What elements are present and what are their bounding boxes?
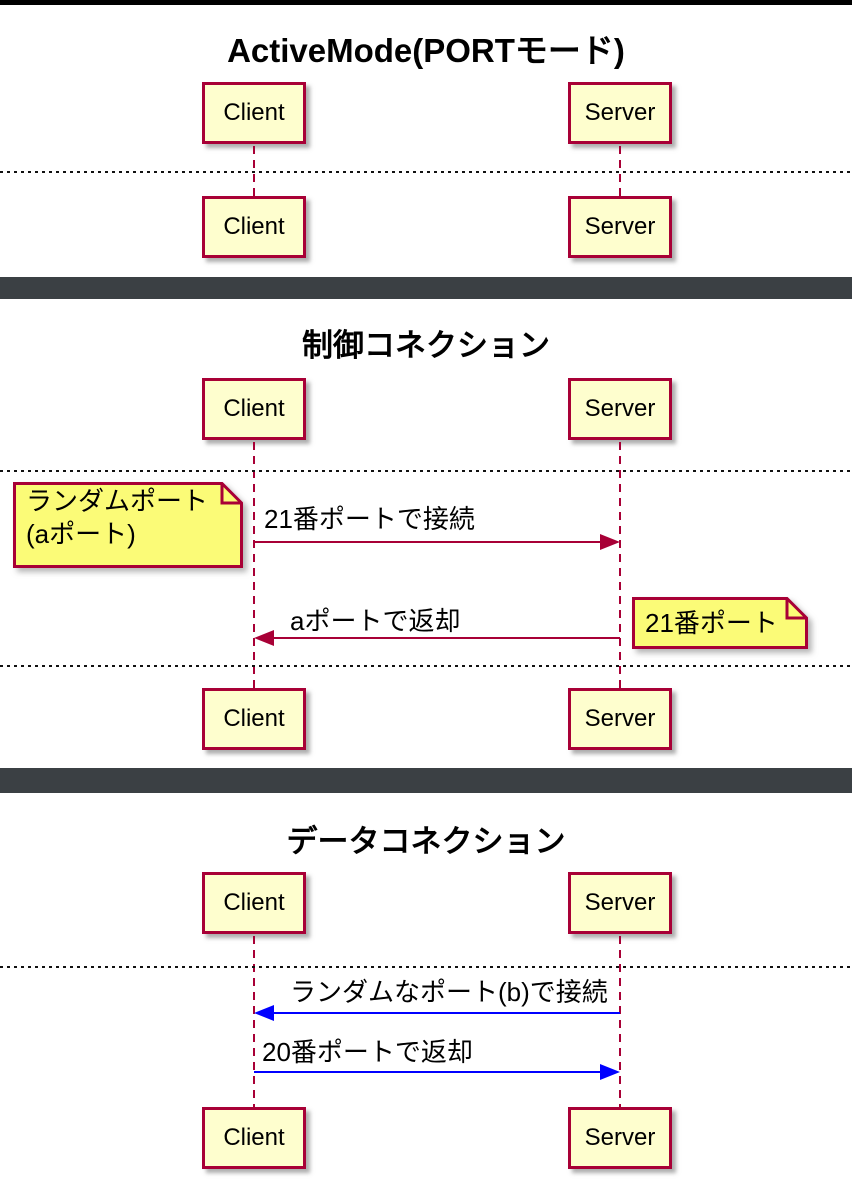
message-arrow-return-a <box>272 637 620 639</box>
lifeline-server-s2 <box>619 442 621 688</box>
lifeline-server-s3 <box>619 936 621 1107</box>
participant-server-s2-top: Server <box>568 378 672 440</box>
participant-server-s3-top: Server <box>568 872 672 934</box>
note-shape <box>632 597 808 649</box>
page-separator-line-4 <box>0 966 852 968</box>
section3-title: データコネクション <box>286 824 566 859</box>
participant-client-s3-bottom: Client <box>202 1107 306 1169</box>
note-line: ランダムポート <box>26 486 209 516</box>
participant-server-s2-bottom: Server <box>568 688 672 750</box>
arrowhead-right <box>600 534 620 550</box>
lifeline-client-s3 <box>253 936 255 1107</box>
arrowhead-right <box>600 1064 620 1080</box>
section-divider-bar-1 <box>0 277 852 299</box>
participant-client-s1-top: Client <box>202 82 306 144</box>
note-random-port: ランダムポート (aポート) <box>13 482 243 568</box>
section-divider-bar-2 <box>0 768 852 793</box>
message-label-connect-b: ランダムなポート(b)で接続 <box>290 977 608 1007</box>
section2-title: 制御コネクション <box>302 328 550 363</box>
note-shape <box>13 482 243 568</box>
page-separator-line-1 <box>0 171 852 173</box>
note-random-port-text: ランダムポート (aポート) <box>26 485 208 551</box>
message-label-connect-21: 21番ポートで接続 <box>264 504 475 534</box>
message-arrow-connect-21 <box>254 541 602 543</box>
participant-server-s1-top: Server <box>568 82 672 144</box>
participant-server-s1-bottom: Server <box>568 196 672 258</box>
note-fold-icon <box>785 598 807 620</box>
lifeline-client-s2 <box>253 442 255 688</box>
note-line: 21番ポート <box>645 608 778 638</box>
top-border-bar <box>0 0 852 5</box>
message-arrow-return-20 <box>254 1071 602 1073</box>
note-line: (aポート) <box>26 519 136 549</box>
arrowhead-left <box>254 630 274 646</box>
participant-server-s3-bottom: Server <box>568 1107 672 1169</box>
participant-client-s2-top: Client <box>202 378 306 440</box>
note-port-21-text: 21番ポート <box>645 607 778 640</box>
message-arrow-connect-b <box>272 1012 620 1014</box>
page-separator-line-2 <box>0 470 852 472</box>
participant-client-s3-top: Client <box>202 872 306 934</box>
page-separator-line-3 <box>0 665 852 667</box>
note-port-21: 21番ポート <box>632 597 808 649</box>
participant-client-s1-bottom: Client <box>202 196 306 258</box>
section1-title: ActiveMode(PORTモード) <box>227 32 625 69</box>
participant-client-s2-bottom: Client <box>202 688 306 750</box>
message-label-return-a: aポートで返却 <box>290 606 461 636</box>
message-label-return-20: 20番ポートで返却 <box>262 1037 473 1067</box>
arrowhead-left <box>254 1005 274 1021</box>
note-fold-icon <box>220 483 242 505</box>
